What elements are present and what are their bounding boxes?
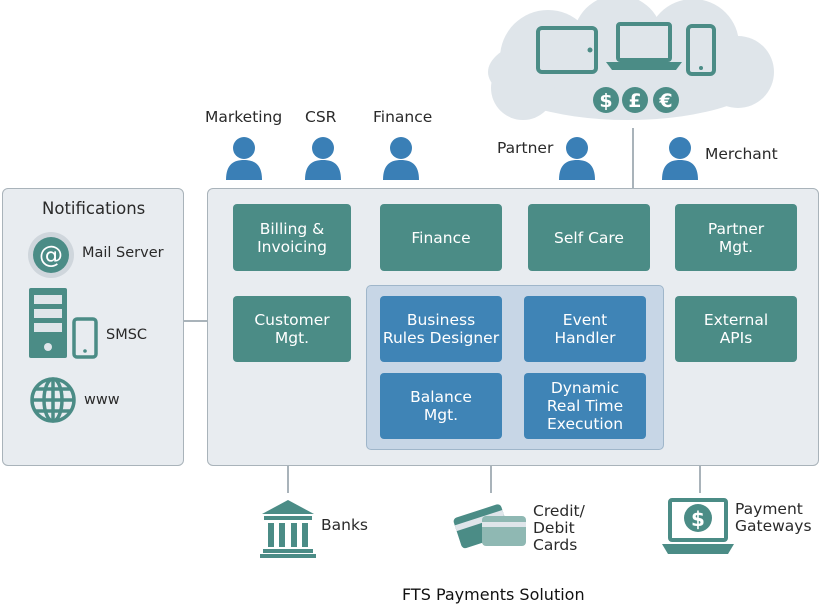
customer-mgt-module: Customer Mgt.	[233, 296, 351, 362]
currency-coins: $ £ €	[593, 87, 679, 113]
laptop-icon	[606, 22, 682, 70]
csr-label: CSR	[305, 108, 337, 126]
event-handler-module: Event Handler	[524, 296, 646, 362]
marketing-user-icon	[226, 137, 262, 180]
payment-gateways-label: Payment Gateways	[735, 500, 812, 535]
banks-connector	[287, 465, 289, 493]
mail-server-icon: @	[28, 232, 74, 278]
diagram-caption: FTS Payments Solution	[402, 585, 585, 604]
cloud-connector	[632, 128, 634, 188]
svg-text:$: $	[691, 507, 705, 531]
dollar-coin-icon: $	[599, 90, 612, 112]
partner-mgt-module: Partner Mgt.	[675, 204, 797, 271]
merchant-user-icon	[662, 137, 698, 180]
cards-connector	[490, 465, 492, 493]
bank-icon	[260, 500, 316, 558]
cards-label: Credit/ Debit Cards	[533, 502, 585, 554]
billing-invoicing-module: Billing & Invoicing	[233, 204, 351, 271]
smsc-icon	[29, 288, 98, 359]
marketing-label: Marketing	[205, 108, 283, 126]
partner-label: Partner	[497, 139, 554, 157]
euro-coin-icon: €	[658, 90, 672, 112]
smsc-label: SMSC	[106, 327, 148, 343]
pound-coin-icon: £	[628, 90, 641, 112]
finance-user-label: Finance	[373, 108, 433, 126]
payment-gateway-icon: $	[662, 498, 734, 554]
partner-user-icon	[559, 137, 595, 180]
csr-user-icon	[305, 137, 341, 180]
mail-server-label: Mail Server	[82, 245, 164, 261]
credit-card-icon	[453, 504, 526, 549]
cloud-devices: $ £ €	[488, 0, 774, 120]
www-label: www	[84, 392, 120, 408]
finance-module: Finance	[380, 204, 502, 271]
finance-user-icon	[383, 137, 419, 180]
globe-icon	[30, 377, 76, 423]
banks-label: Banks	[321, 516, 369, 534]
svg-text:@: @	[39, 241, 63, 269]
balance-mgt-module: Balance Mgt.	[380, 373, 502, 439]
dynamic-execution-module: Dynamic Real Time Execution	[524, 373, 646, 439]
notifications-connector	[184, 320, 208, 322]
business-rules-designer-module: Business Rules Designer	[380, 296, 502, 362]
tablet-icon	[536, 26, 598, 74]
self-care-module: Self Care	[528, 204, 650, 271]
gateways-connector	[699, 465, 701, 493]
merchant-label: Merchant	[705, 145, 778, 163]
phone-icon	[686, 24, 716, 76]
notifications-title: Notifications	[42, 199, 146, 218]
external-apis-module: External APIs	[675, 296, 797, 362]
